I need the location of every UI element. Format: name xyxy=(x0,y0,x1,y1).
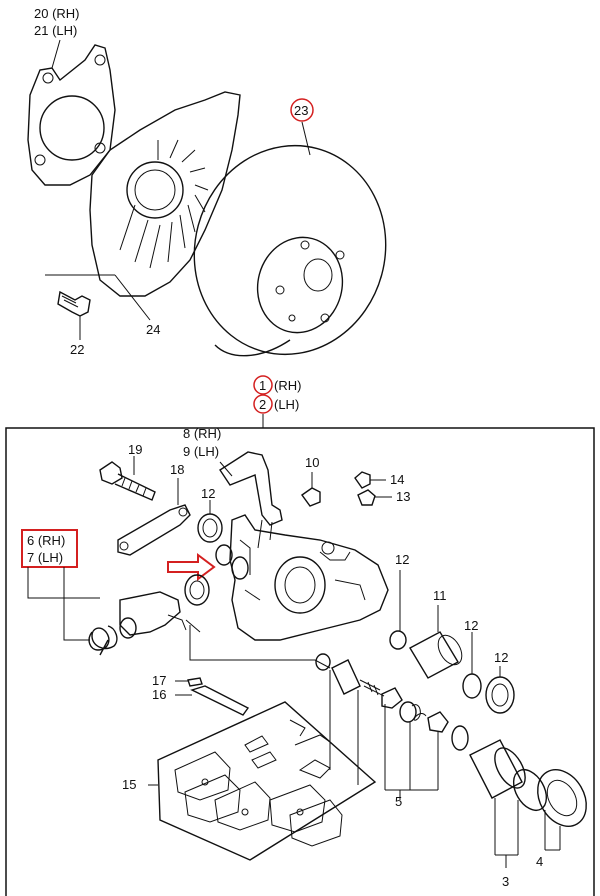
callout-6: 6 (RH) xyxy=(27,533,65,548)
seal-12-right-a xyxy=(462,632,482,699)
callout-4: 4 xyxy=(536,854,543,869)
bolt-22 xyxy=(57,290,91,340)
caliper-assembly-frame xyxy=(5,427,595,896)
caliper-bracket xyxy=(27,44,116,186)
seal-12-upper xyxy=(197,500,223,543)
callout-12-b: 12 xyxy=(395,552,409,567)
callout-2: 2 xyxy=(259,397,266,412)
callout-12-d: 12 xyxy=(494,650,508,665)
callout-20: 20 (RH) xyxy=(34,6,80,21)
piston-11 xyxy=(389,605,463,679)
caliper-body xyxy=(229,514,389,641)
bleeder-screw-10 xyxy=(301,472,321,507)
callout-2-side: (LH) xyxy=(274,397,299,412)
callout-14: 14 xyxy=(390,472,404,487)
piston-boot xyxy=(537,769,587,827)
caliper-piston xyxy=(469,739,548,811)
callout-11: 11 xyxy=(433,588,447,603)
callout-19: 19 xyxy=(128,442,142,457)
dust-shield xyxy=(89,91,241,297)
callout-12-a: 12 xyxy=(201,486,215,501)
callout-13: 13 xyxy=(396,489,410,504)
parking-lever-6 xyxy=(119,591,201,639)
seal-12-left xyxy=(184,574,210,606)
red-arrow-icon xyxy=(167,553,216,581)
callout-21: 21 (LH) xyxy=(34,23,77,38)
callout-5: 5 xyxy=(395,794,402,809)
brake-pad-kit xyxy=(148,701,377,861)
bolt-19 xyxy=(99,456,156,501)
pin-17 xyxy=(175,677,203,687)
callout-12-c: 12 xyxy=(464,618,478,633)
callout-2-circle xyxy=(253,394,273,414)
callout-7: 7 (LH) xyxy=(27,550,63,565)
return-spring xyxy=(88,625,118,656)
callout-22: 22 xyxy=(70,342,84,357)
callout-6-7-highlight-box xyxy=(21,529,78,568)
callout-18: 18 xyxy=(170,462,184,477)
callout-17: 17 xyxy=(152,673,166,688)
callout-23: 23 xyxy=(294,103,308,118)
callout-1: 1 xyxy=(259,378,266,393)
cap-14 xyxy=(354,471,386,489)
mounting-arm-8 xyxy=(219,451,283,526)
guide-pin xyxy=(215,544,249,580)
adjuster-spindle xyxy=(315,653,469,751)
plate-16 xyxy=(175,685,250,716)
callout-23-circle xyxy=(290,98,314,122)
callout-8: 8 (RH) xyxy=(183,426,221,441)
callout-10: 10 xyxy=(305,455,319,470)
callout-15: 15 xyxy=(122,777,136,792)
seal-12-right-b xyxy=(485,666,515,714)
fitting-13 xyxy=(357,489,392,506)
callout-9: 9 (LH) xyxy=(183,444,219,459)
guide-link-18 xyxy=(117,478,191,556)
callout-24: 24 xyxy=(146,322,160,337)
callout-3: 3 xyxy=(502,874,509,889)
callout-1-circle xyxy=(253,375,273,395)
callout-1-side: (RH) xyxy=(274,378,301,393)
callout-16: 16 xyxy=(152,687,166,702)
brake-disc xyxy=(193,144,387,357)
